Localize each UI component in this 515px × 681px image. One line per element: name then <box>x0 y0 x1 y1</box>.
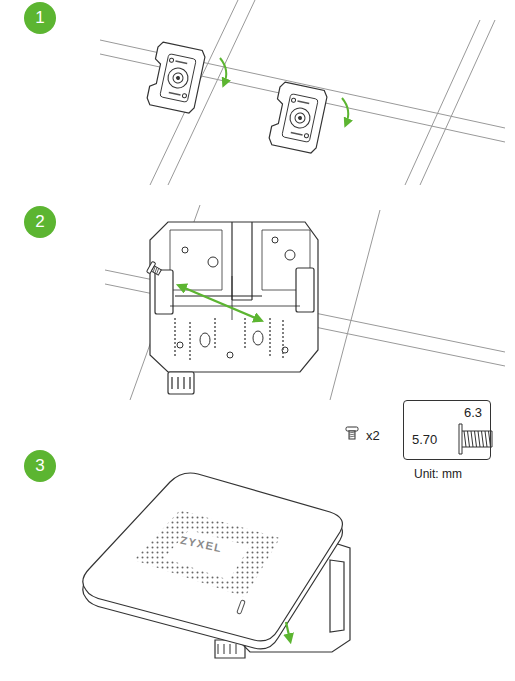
step-number: 3 <box>24 450 56 482</box>
step-number: 1 <box>24 2 56 34</box>
callout-number: 1 <box>35 8 44 28</box>
screw-dimension-box: 6.3 5.70 <box>403 400 491 460</box>
callout-number: 2 <box>35 212 44 232</box>
step-number: 2 <box>24 206 56 238</box>
screw-side-view <box>456 423 496 457</box>
callout-number: 3 <box>35 456 44 476</box>
unit-note: Unit: mm <box>414 467 462 481</box>
dimension-value: 5.70 <box>404 432 452 447</box>
quantity-label: x2 <box>366 428 380 443</box>
dimension-value: 6.3 <box>404 405 490 420</box>
